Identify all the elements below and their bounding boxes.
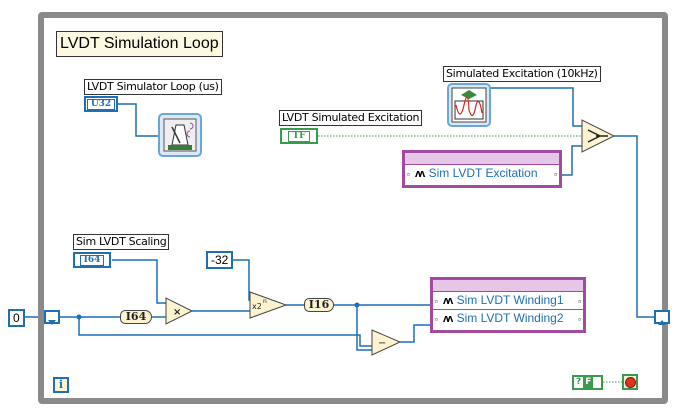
svg-text:n: n <box>263 298 267 305</box>
tf-icon: ? <box>576 377 582 387</box>
sim-excitation-enable-terminal[interactable]: TF <box>280 128 318 144</box>
stop-icon <box>625 377 636 388</box>
to-i64-conversion[interactable]: I64 <box>120 310 152 324</box>
metronome-icon <box>163 118 197 152</box>
scaling-type: I64 <box>79 255 105 266</box>
shift-amount-constant[interactable]: -32 <box>206 251 234 269</box>
waveform-icon: ᴧᴧ <box>443 313 453 325</box>
cluster-element-label: Sim LVDT Excitation <box>428 166 538 180</box>
cluster-element-label: Sim LVDT Winding2 <box>456 311 564 325</box>
waveform-icon: ᴧᴧ <box>443 295 453 307</box>
cluster-element-sim-lvdt-winding1[interactable]: ▫ ᴧᴧ Sim LVDT Winding1 ▫ <box>433 292 583 310</box>
doc-icon: ▫ <box>578 315 581 324</box>
cluster-header <box>405 153 559 165</box>
loop-stop-terminal[interactable] <box>622 374 638 390</box>
svg-text:×: × <box>173 307 181 318</box>
doc-icon: ▫ <box>435 297 438 306</box>
scale-by-power-of-2-node: x2 n <box>249 291 288 319</box>
svg-text:x2: x2 <box>252 302 262 311</box>
sim-excitation-subvi-label: Simulated Excitation (10kHz) <box>443 66 601 82</box>
loop-title-label: LVDT Simulation Loop <box>56 31 223 57</box>
wire-to-subtract <box>78 317 372 347</box>
arrow-down-icon <box>48 320 56 325</box>
cluster-header <box>433 280 583 292</box>
loop-timer-terminal[interactable]: U32 <box>84 96 118 112</box>
doc-icon: ▫ <box>554 170 557 179</box>
sim-excitation-enable-type: TF <box>288 131 310 142</box>
doc-icon: ▫ <box>435 315 438 324</box>
loop-timer-label: LVDT Simulator Loop (us) <box>84 79 222 95</box>
sim-excitation-subvi[interactable] <box>447 83 491 127</box>
loop-timer-type: U32 <box>86 99 116 110</box>
sim-excitation-enable-label: LVDT Simulated Excitation <box>279 110 423 126</box>
wire-excitation-cluster <box>560 145 582 176</box>
shift-register-left[interactable] <box>44 310 60 325</box>
wire-select-out <box>614 135 654 318</box>
false-value: F <box>583 377 594 388</box>
scaling-terminal[interactable]: I64 <box>73 252 111 268</box>
stop-boolean-constant[interactable]: ?F <box>572 375 603 390</box>
to-i16-conversion[interactable]: I16 <box>304 298 334 312</box>
svg-text:−: − <box>378 338 386 349</box>
wait-timer-subvi[interactable] <box>158 113 202 157</box>
wire-scaling <box>112 259 166 304</box>
doc-icon: ▫ <box>407 170 410 179</box>
wire-sim-excitation <box>490 87 582 127</box>
subtract-node: − <box>371 329 402 356</box>
wire-to-subtract-b <box>356 305 372 351</box>
timed-loop-frame[interactable] <box>38 12 668 404</box>
initial-value-constant[interactable]: 0 <box>8 309 25 327</box>
cluster-element-sim-lvdt-winding2[interactable]: ▫ ᴧᴧ Sim LVDT Winding2 ▫ <box>433 310 583 327</box>
wire-subtract-out <box>400 324 430 343</box>
waveform-icon: ᴧᴧ <box>415 168 425 180</box>
iteration-terminal[interactable]: i <box>53 377 69 393</box>
excitation-cluster-indicator[interactable]: ▫ ᴧᴧ Sim LVDT Excitation ▫ <box>402 150 562 188</box>
scaling-label: Sim LVDT Scaling <box>73 234 170 250</box>
select-node <box>581 119 616 153</box>
doc-icon: ▫ <box>578 297 581 306</box>
cluster-element-label: Sim LVDT Winding1 <box>456 293 564 307</box>
sine-wave-icon <box>451 87 487 123</box>
wire-timer <box>118 103 158 137</box>
shift-register-right[interactable] <box>654 310 670 325</box>
winding-cluster-indicator[interactable]: ▫ ᴧᴧ Sim LVDT Winding1 ▫ ▫ ᴧᴧ Sim LVDT W… <box>430 277 586 333</box>
arrow-up-icon <box>658 320 666 325</box>
multiply-node: × <box>165 297 194 325</box>
cluster-element-sim-lvdt-excitation[interactable]: ▫ ᴧᴧ Sim LVDT Excitation ▫ <box>405 165 559 182</box>
